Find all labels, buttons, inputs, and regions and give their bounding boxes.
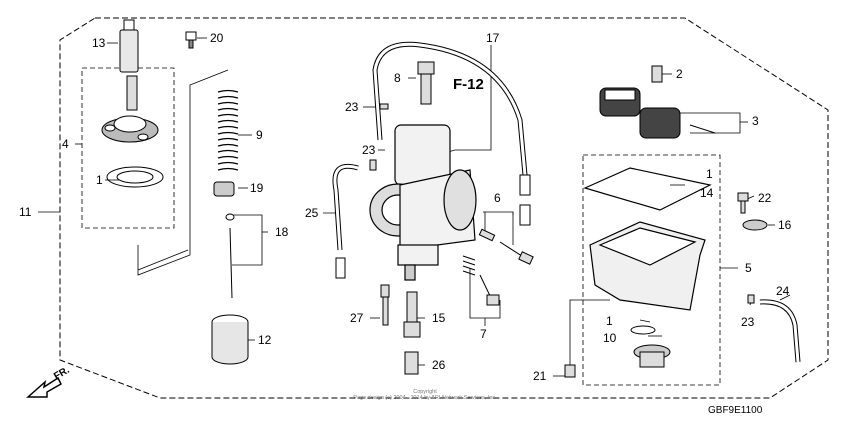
plug-part-10 bbox=[630, 325, 671, 368]
throttle-valve-part-12 bbox=[211, 314, 249, 365]
callout-part-18: 18 bbox=[275, 225, 289, 239]
callout-part-24: 24 bbox=[776, 284, 790, 298]
dashed-frame bbox=[59, 17, 829, 399]
callout-part-1-drain: 1 bbox=[606, 314, 613, 328]
callout-part-26: 26 bbox=[432, 358, 446, 372]
holder-part-19 bbox=[213, 181, 235, 197]
callout-part-2: 2 bbox=[676, 67, 683, 81]
needle-part-18 bbox=[225, 213, 235, 299]
spring-part-9 bbox=[217, 89, 239, 171]
jet-part-26 bbox=[404, 351, 419, 375]
copyright-line-2: Page design (c) 2004 - 2014 by ARI Netwo… bbox=[353, 395, 497, 402]
callout-part-1-upper: 1 bbox=[96, 173, 103, 187]
callout-part-13: 13 bbox=[92, 36, 106, 50]
callout-part-17: 17 bbox=[486, 31, 500, 45]
front-arrow-icon bbox=[26, 376, 62, 398]
callout-part-21: 21 bbox=[533, 369, 547, 383]
diagram-code: GBF9E1100 bbox=[708, 405, 763, 416]
callout-part-19: 19 bbox=[250, 181, 264, 195]
callout-part-4: 4 bbox=[62, 137, 69, 151]
callout-part-20: 20 bbox=[210, 31, 224, 45]
group-11-bracket bbox=[137, 69, 229, 276]
clamp-part-16 bbox=[742, 219, 768, 231]
screw-part-21 bbox=[564, 364, 576, 378]
screw-part-6 bbox=[478, 228, 534, 265]
copyright-notice: Copyright Page design (c) 2004 - 2014 by… bbox=[330, 389, 520, 402]
callout-part-27: 27 bbox=[350, 311, 364, 325]
callout-part-10: 10 bbox=[603, 331, 617, 345]
gasket-part-14 bbox=[583, 167, 712, 211]
callout-part-6: 6 bbox=[494, 191, 501, 205]
carburetor-body bbox=[369, 124, 477, 281]
screw-part-7 bbox=[462, 255, 500, 306]
copyright-line-1: Copyright bbox=[413, 389, 437, 395]
clip-part-23 bbox=[369, 103, 755, 304]
jet-part-27 bbox=[380, 284, 390, 326]
float-chamber-part-5 bbox=[589, 221, 706, 311]
callout-part-15: 15 bbox=[432, 311, 446, 325]
callout-part-3: 3 bbox=[752, 114, 759, 128]
group-5-box bbox=[582, 154, 721, 386]
callout-part-12: 12 bbox=[258, 333, 272, 347]
section-reference: F-12 bbox=[453, 76, 484, 93]
hose-part-24 bbox=[759, 299, 801, 363]
callout-part-23-mid: 23 bbox=[362, 143, 376, 157]
float-part-3 bbox=[599, 87, 716, 139]
callout-part-23-right: 23 bbox=[741, 315, 755, 329]
callout-part-22: 22 bbox=[758, 191, 772, 205]
callout-part-7: 7 bbox=[480, 327, 487, 341]
top-cap-part-4 bbox=[101, 75, 159, 143]
group-4-box bbox=[81, 67, 175, 229]
screw-part-20 bbox=[185, 31, 197, 49]
adjuster-part-8 bbox=[417, 61, 435, 105]
screw-part-22 bbox=[737, 192, 749, 214]
callout-part-23-top: 23 bbox=[345, 100, 359, 114]
callout-part-16: 16 bbox=[778, 218, 792, 232]
group-11-bracket-2 bbox=[137, 249, 189, 271]
cap-part-13 bbox=[119, 19, 139, 73]
fitting-part-2 bbox=[651, 65, 663, 83]
callout-part-8: 8 bbox=[394, 71, 401, 85]
callout-part-1-float: 1 bbox=[706, 167, 713, 181]
callout-part-25: 25 bbox=[305, 206, 319, 220]
callout-part-14: 14 bbox=[700, 186, 714, 200]
jet-part-15 bbox=[403, 291, 421, 338]
callout-part-5: 5 bbox=[745, 261, 752, 275]
callout-part-9: 9 bbox=[256, 128, 263, 142]
callout-part-11: 11 bbox=[19, 205, 32, 219]
gasket-part-1 bbox=[106, 166, 164, 188]
